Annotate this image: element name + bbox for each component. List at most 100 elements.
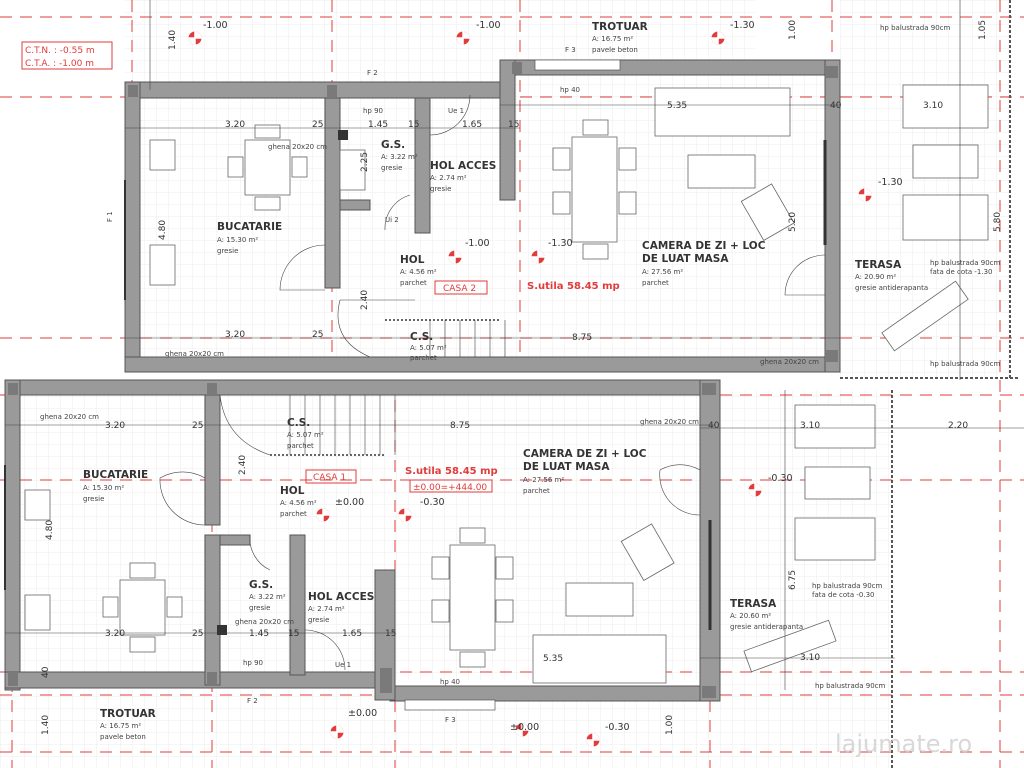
- room-area: A: 20.60 m²: [730, 612, 771, 620]
- dimension-label: 3.20: [105, 421, 125, 431]
- dimension-label: 25: [192, 421, 203, 431]
- note: Ue 1: [448, 107, 464, 115]
- room-name: C.S.: [410, 331, 433, 343]
- room-area: A: 5.07 m²: [410, 344, 447, 352]
- elevation-label: -1.00: [476, 20, 501, 31]
- room-area: A: 2.74 m²: [308, 605, 345, 613]
- dimension-label: 25: [312, 120, 323, 130]
- casa1-sidewalk: [0, 690, 720, 768]
- room-finish: pavele beton: [592, 46, 638, 54]
- casa1-useful-area: S.utila 58.45 mp: [405, 466, 498, 477]
- dimension-label: 25: [312, 330, 323, 340]
- casa2-doors: [279, 94, 826, 296]
- room-finish: gresie: [83, 495, 104, 503]
- dimension-label: 3.10: [800, 421, 820, 431]
- elevation-label: -0.30: [768, 473, 793, 484]
- dimension-label: 1.05: [978, 20, 988, 40]
- casa2-stairs: [337, 299, 506, 358]
- note: hp balustrada 90cm: [880, 24, 950, 32]
- room-name: DE LUAT MASA: [642, 253, 729, 265]
- casa2-room-labels: BUCATARIE A: 15.30 m² gresie G.S. A: 3.2…: [217, 21, 928, 362]
- dimension-label: 40: [708, 421, 720, 431]
- dimension-label: 15: [288, 629, 299, 639]
- casa2-useful-area: S.utila 58.45 mp: [527, 281, 620, 292]
- room-name: DE LUAT MASA: [523, 461, 610, 473]
- dimension-label: 1.45: [249, 629, 269, 639]
- elevation-labels: -1.00 -1.00 -1.30 -1.00 -1.30 -1.30 ±0.0…: [203, 20, 903, 733]
- room-area: A: 15.30 m²: [83, 484, 124, 492]
- room-name: HOL ACCES: [430, 160, 496, 172]
- room-finish: parchet: [410, 354, 437, 362]
- room-finish: gresie antiderapanta: [730, 623, 803, 631]
- room-name: TERASA: [855, 259, 902, 271]
- dimension-label: 6.75: [788, 570, 798, 590]
- casa1-level: ±0.00=+444.00: [413, 483, 487, 493]
- room-area: A: 3.22 m²: [249, 593, 286, 601]
- dimension-label: 3.10: [800, 653, 820, 663]
- room-name: HOL ACCES: [308, 591, 374, 603]
- note: fata de cota -1.30: [930, 268, 993, 276]
- dimension-label: 5.35: [667, 101, 687, 111]
- annotations: hp balustrada 90cm hp balustrada 90cm fa…: [40, 24, 1000, 724]
- note: F 3: [445, 716, 456, 724]
- room-finish: parchet: [523, 487, 550, 495]
- note: F 3: [565, 46, 576, 54]
- note: hp 90: [243, 659, 263, 667]
- room-name: CAMERA DE ZI + LOC: [523, 448, 647, 460]
- room-name: CAMERA DE ZI + LOC: [642, 240, 766, 252]
- casa2-label: CASA 2: [443, 284, 476, 294]
- room-name: HOL: [280, 485, 305, 497]
- casa1-terrace-floor: [720, 390, 895, 768]
- room-name: G.S.: [249, 579, 273, 591]
- note: ghena 20x20 cm: [40, 413, 99, 421]
- note: F 1: [106, 211, 114, 222]
- cta-label: C.T.A. : -1.00 m: [25, 59, 94, 69]
- note: ghena 20x20 cm: [640, 418, 699, 426]
- note: hp 40: [440, 678, 460, 686]
- dimension-label: 5.20: [788, 212, 798, 232]
- room-finish: gresie: [249, 604, 270, 612]
- room-area: A: 16.75 m²: [592, 35, 633, 43]
- room-area: A: 15.30 m²: [217, 236, 258, 244]
- dimension-label: 1.40: [168, 30, 178, 50]
- note: ghena 20x20 cm: [268, 143, 327, 151]
- room-finish: gresie: [217, 247, 238, 255]
- dimension-label: 4.80: [45, 520, 55, 540]
- dimension-label: 3.20: [105, 629, 125, 639]
- room-name: C.S.: [287, 417, 310, 429]
- room-area: A: 4.56 m²: [400, 268, 437, 276]
- room-finish: gresie: [430, 185, 451, 193]
- dimension-label: 1.00: [665, 715, 675, 735]
- casa2-walls: [124, 59, 841, 373]
- dimension-label: 8.75: [450, 421, 470, 431]
- note: hp balustrada 90cm: [815, 682, 885, 690]
- dimension-label: 8.75: [572, 333, 592, 343]
- room-finish: gresie antiderapanta: [855, 284, 928, 292]
- dimension-label: 2.20: [948, 421, 968, 431]
- watermark: lajumate.ro: [835, 730, 972, 758]
- casa1-furniture: [24, 390, 893, 768]
- room-name: G.S.: [381, 139, 405, 151]
- elevation-label: -1.00: [203, 20, 228, 31]
- casa1-label: CASA 1: [313, 473, 346, 483]
- room-area: A: 2.74 m²: [430, 174, 467, 182]
- note: ghena 20x20 cm: [165, 350, 224, 358]
- room-name: BUCATARIE: [217, 221, 282, 233]
- dimension-label: 15: [408, 120, 419, 130]
- elevation-label: -1.30: [878, 177, 903, 188]
- room-finish: pavele beton: [100, 733, 146, 741]
- note: hp balustrada 90cm: [812, 582, 882, 590]
- room-area: A: 3.22 m²: [381, 153, 418, 161]
- casa1-doors: [159, 464, 701, 671]
- note: F 2: [367, 69, 378, 77]
- room-area: A: 16.75 m²: [100, 722, 141, 730]
- room-name: HOL: [400, 254, 425, 266]
- elevation-label: ±0.00: [510, 722, 539, 733]
- dimension-lines: [5, 0, 1024, 690]
- elevation-label: -1.30: [548, 238, 573, 249]
- elevation-label: -0.30: [605, 722, 630, 733]
- note: Ui 2: [385, 216, 399, 224]
- note: fata de cota -0.30: [812, 591, 875, 599]
- dimension-label: 1.00: [788, 20, 798, 40]
- dimension-label: 5.35: [543, 654, 563, 664]
